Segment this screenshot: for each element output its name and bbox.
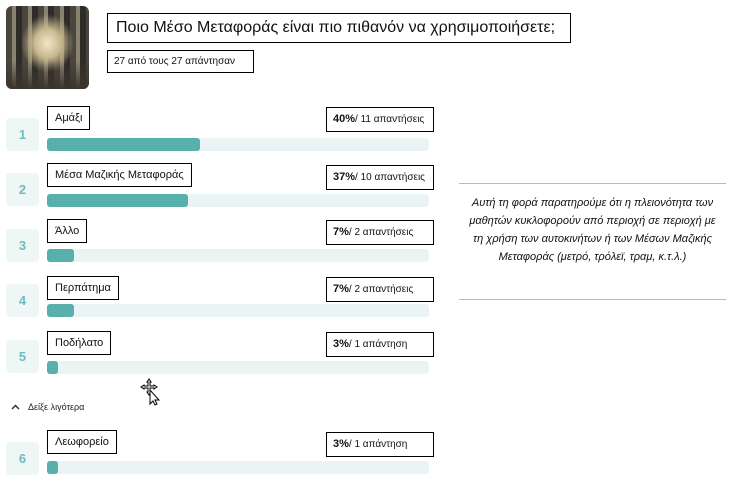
show-less-label: Δείξε λιγότερα [28, 402, 85, 412]
answer-label-4: Περπάτημα [47, 276, 119, 300]
answer-bar-2 [47, 194, 429, 207]
answer-bar-1 [47, 138, 429, 151]
answer-percent-4: 7% [333, 283, 349, 295]
answer-count-6: / 1 απάντηση [348, 439, 408, 450]
chevron-up-icon [11, 404, 20, 410]
answer-bar-3 [47, 249, 429, 262]
rank-badge-5: 5 [6, 340, 39, 373]
answer-bar-4 [47, 304, 429, 317]
answer-bar-fill-3 [47, 249, 74, 262]
question-title: Ποιο Μέσο Μεταφοράς είναι πιο πιθανόν να… [107, 13, 571, 43]
answer-stat-1: 40%/ 11 απαντήσεις [326, 107, 434, 132]
answer-stat-6: 3%/ 1 απάντηση [326, 432, 434, 457]
answer-stat-5: 3%/ 1 απάντηση [326, 332, 434, 357]
analysis-note: Αυτή τη φορά παρατηρούμε ότι η πλειονότη… [459, 183, 726, 300]
answer-bar-fill-5 [47, 361, 59, 374]
answer-stat-2: 37%/ 10 απαντήσεις [326, 165, 434, 190]
answer-percent-6: 3% [333, 438, 349, 450]
answer-label-2: Μέσα Μαζικής Μεταφοράς [47, 163, 192, 187]
answer-count-4: / 2 απαντήσεις [348, 284, 414, 295]
answer-stat-3: 7%/ 2 απαντήσεις [326, 220, 434, 245]
rank-badge-3: 3 [6, 229, 39, 262]
answer-count-1: / 11 απαντήσεις [355, 114, 425, 125]
question-image [6, 6, 89, 89]
rank-badge-1: 1 [6, 118, 39, 151]
rank-badge-4: 4 [6, 284, 39, 317]
answer-bar-fill-6 [47, 461, 59, 474]
answer-percent-2: 37% [333, 171, 356, 183]
answer-label-5: Ποδήλατο [47, 331, 112, 355]
response-count: 27 από τους 27 απάντησαν [107, 50, 254, 73]
move-cursor-icon [140, 378, 161, 406]
answer-bar-5 [47, 361, 429, 374]
answer-label-6: Λεωφορείο [47, 430, 117, 454]
answer-count-2: / 10 απαντήσεις [355, 172, 425, 183]
answer-label-1: Αμάξι [47, 106, 91, 130]
answer-bar-6 [47, 461, 429, 474]
answer-percent-1: 40% [333, 113, 356, 125]
answer-percent-5: 3% [333, 338, 349, 350]
answer-bar-fill-2 [47, 194, 189, 207]
answer-label-3: Άλλο [47, 219, 88, 243]
answer-count-5: / 1 απάντηση [348, 339, 408, 350]
rank-badge-2: 2 [6, 173, 39, 206]
answer-stat-4: 7%/ 2 απαντήσεις [326, 277, 434, 302]
answer-bar-fill-1 [47, 138, 200, 151]
answer-count-3: / 2 απαντήσεις [348, 227, 414, 238]
show-less-toggle[interactable]: Δείξε λιγότερα [11, 402, 84, 412]
answer-bar-fill-4 [47, 304, 74, 317]
answer-percent-3: 7% [333, 226, 349, 238]
rank-badge-6: 6 [6, 442, 39, 475]
